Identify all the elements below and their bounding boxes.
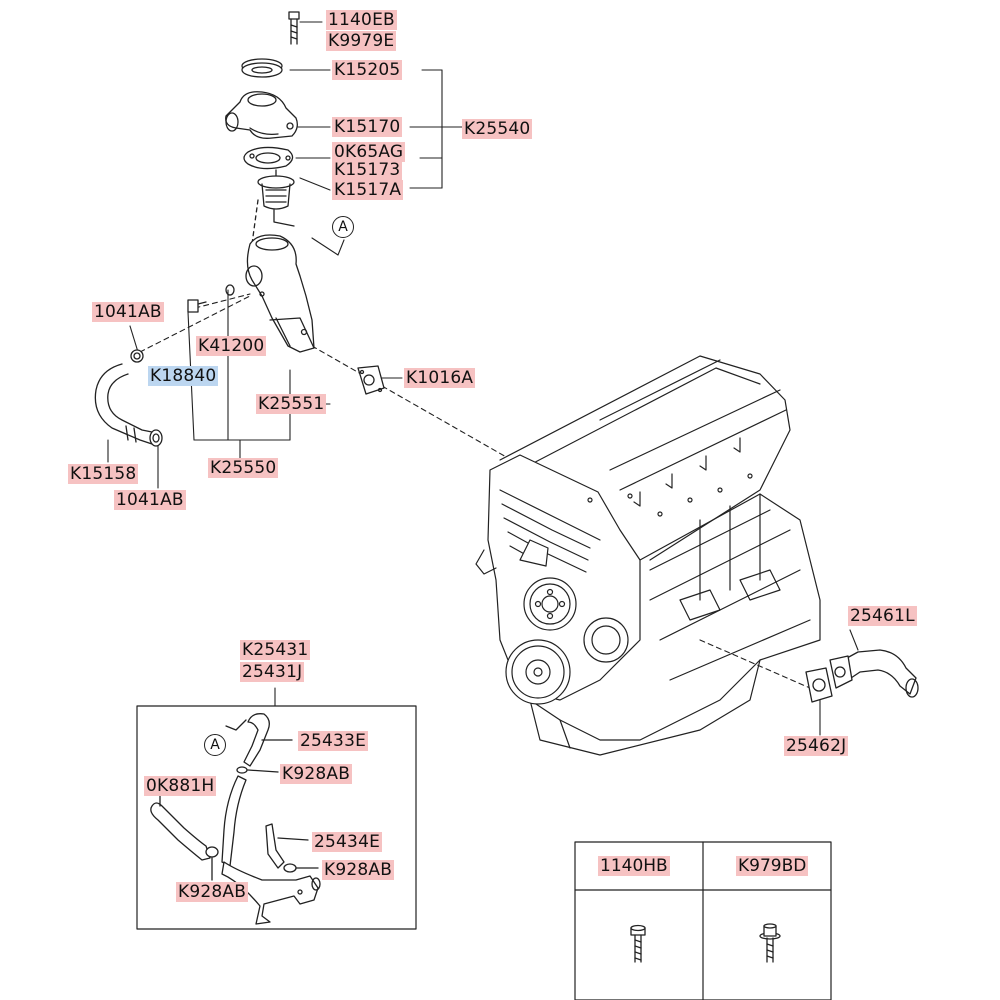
- callout-k25550[interactable]: K25550: [208, 458, 279, 478]
- engine-block-drawing: [475, 355, 821, 756]
- flange-bolt-icon: [759, 923, 781, 963]
- assembly-line: [251, 199, 259, 245]
- thermostat-housing-drawing: [225, 91, 298, 139]
- callout-25433e[interactable]: 25433E: [298, 731, 369, 751]
- callout-k25540[interactable]: K25540: [462, 119, 533, 139]
- callout-k928ab-top[interactable]: K928AB: [280, 764, 353, 784]
- callout-k15170[interactable]: K15170: [332, 117, 403, 137]
- small-parts-drawing: [130, 284, 235, 363]
- water-outlet-pipe-drawing: [245, 234, 315, 353]
- callout-25434e[interactable]: 25434E: [312, 832, 383, 852]
- callout-25462j[interactable]: 25462J: [784, 736, 849, 756]
- callout-k41200[interactable]: K41200: [196, 336, 267, 356]
- fastener-table-frame: [574, 841, 832, 1000]
- callout-k25431[interactable]: K25431: [240, 640, 311, 660]
- callout-1041ab-bottom[interactable]: 1041AB: [114, 490, 186, 510]
- table-header-1140hb[interactable]: 1140HB: [598, 856, 670, 876]
- inset-frame: [136, 705, 417, 930]
- bolt-icon: [630, 924, 646, 963]
- callout-k9979e[interactable]: K9979E: [326, 31, 397, 51]
- callout-k1517a[interactable]: K1517A: [332, 180, 404, 200]
- reference-a-inset: A: [204, 734, 226, 756]
- gasket-drawing: [243, 146, 294, 170]
- callout-k25551[interactable]: K25551: [256, 394, 327, 414]
- flange-gasket-drawing: [357, 365, 385, 395]
- right-water-pipe-drawing: [805, 649, 919, 703]
- callout-0k65ag[interactable]: 0K65AG: [332, 142, 406, 162]
- callout-k1016a[interactable]: K1016A: [404, 368, 476, 388]
- callout-k15173[interactable]: K15173: [332, 160, 403, 180]
- callout-25431j[interactable]: 25431J: [240, 662, 305, 682]
- callout-k15205[interactable]: K15205: [332, 60, 403, 80]
- callout-k15158[interactable]: K15158: [68, 464, 139, 484]
- table-header-k979bd[interactable]: K979BD: [736, 856, 809, 876]
- reference-a-upper: A: [332, 216, 354, 238]
- top-bolt-drawing: [288, 11, 300, 45]
- left-hose-drawing: [94, 363, 163, 447]
- inset-hoses-drawing: [150, 713, 321, 925]
- callout-1140eb[interactable]: 1140EB: [326, 10, 397, 30]
- assembly-line-2: [273, 209, 295, 227]
- thermostat-drawing: [257, 169, 295, 210]
- callout-k18840[interactable]: K18840: [148, 366, 219, 386]
- callout-25461l[interactable]: 25461L: [848, 606, 917, 626]
- radiator-cap-drawing: [241, 58, 283, 78]
- callout-1041ab-left[interactable]: 1041AB: [92, 302, 164, 322]
- callout-0k881h[interactable]: 0K881H: [144, 776, 217, 796]
- callout-k928ab-right[interactable]: K928AB: [322, 860, 395, 880]
- callout-k928ab-left[interactable]: K928AB: [176, 882, 249, 902]
